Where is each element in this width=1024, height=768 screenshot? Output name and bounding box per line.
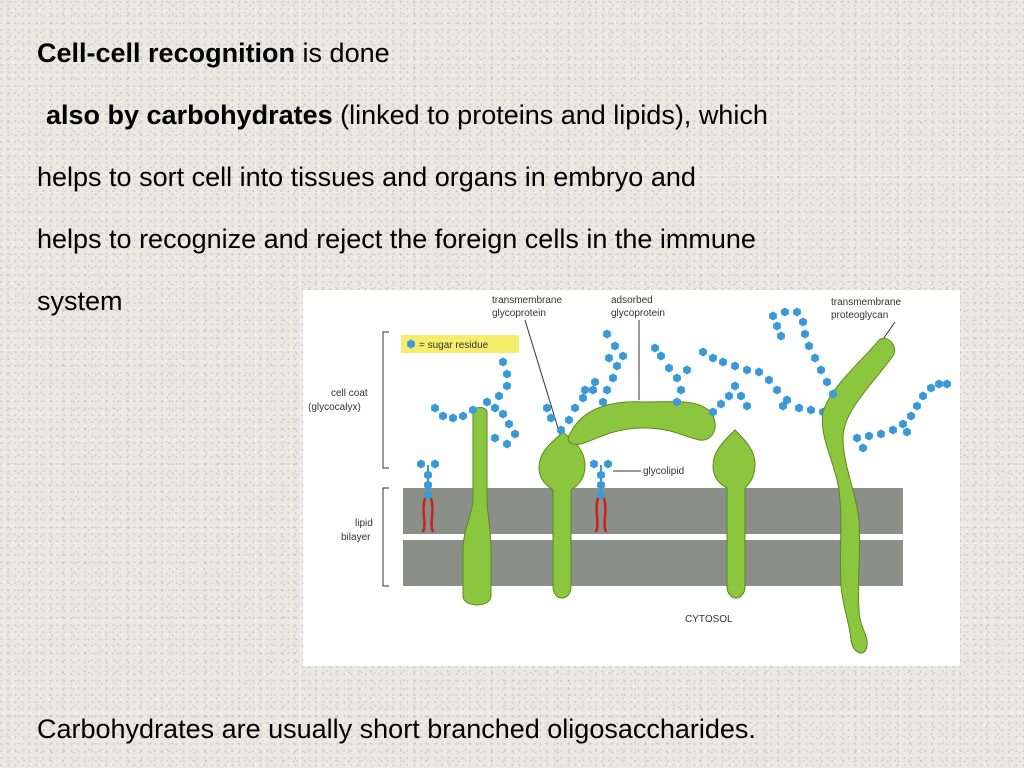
label-glycolipid: glycolipid — [643, 466, 684, 477]
transmembrane-glycoprotein — [538, 385, 597, 599]
sugar-residue-legend: = sugar residue — [401, 335, 519, 353]
label-transmembrane-proteoglycan-2: proteoglycan — [831, 310, 888, 321]
label-transmembrane-proteoglycan-1: transmembrane — [831, 297, 901, 308]
label-transmembrane-glycoprotein-2: glycoprotein — [492, 308, 546, 319]
background-seam — [0, 175, 1024, 176]
slide-line-3: helps to sort cell into tissues and orga… — [37, 162, 696, 192]
glycolipid — [417, 459, 439, 533]
legend-background — [401, 335, 519, 353]
slide-line-4: helps to recognize and reject the foreig… — [37, 224, 756, 254]
lipid-bilayer-bracket — [382, 487, 389, 587]
glycocalyx-diagram: = sugar residue transmembrane glycoprote… — [303, 290, 960, 666]
background-seam — [300, 0, 301, 768]
transmembrane-protein-right — [699, 347, 827, 599]
glycolipid — [590, 459, 612, 533]
pointer-transmembrane-glycoprotein — [524, 319, 562, 439]
lipid-tail — [594, 497, 608, 533]
line-1-rest: is done — [295, 38, 390, 68]
bold-term-carbohydrates: also by carbohydrates — [46, 100, 333, 130]
line-2-rest: (linked to proteins and lipids), which — [332, 100, 768, 130]
legend-label: = sugar residue — [419, 340, 489, 351]
label-cell-coat-1: cell coat — [331, 388, 368, 399]
bold-term-cell-recognition: Cell-cell recognition — [37, 38, 296, 68]
lipid-tail — [421, 497, 435, 533]
transmembrane-protein-thin — [431, 357, 519, 606]
label-transmembrane-glycoprotein-1: transmembrane — [492, 295, 562, 306]
label-adsorbed-glycoprotein-1: adsorbed — [611, 295, 653, 306]
label-adsorbed-glycoprotein-2: glycoprotein — [611, 308, 665, 319]
label-lipid-bilayer-2: bilayer — [341, 532, 371, 543]
slide-line-1: Cell-cell recognition is done — [37, 38, 390, 68]
label-cell-coat-2: (glycocalyx) — [308, 402, 361, 413]
adsorbed-glycoprotein — [567, 329, 751, 445]
label-lipid-bilayer-1: lipid — [355, 518, 373, 529]
label-cytosol: CYTOSOL — [685, 614, 733, 625]
slide-line-5: system — [37, 286, 123, 316]
cell-coat-bracket — [382, 331, 389, 469]
slide-line-2: also by carbohydrates (linked to protein… — [46, 100, 768, 130]
transmembrane-proteoglycan — [769, 307, 951, 654]
conclusion-text: Carbohydrates are usually short branched… — [37, 714, 756, 744]
